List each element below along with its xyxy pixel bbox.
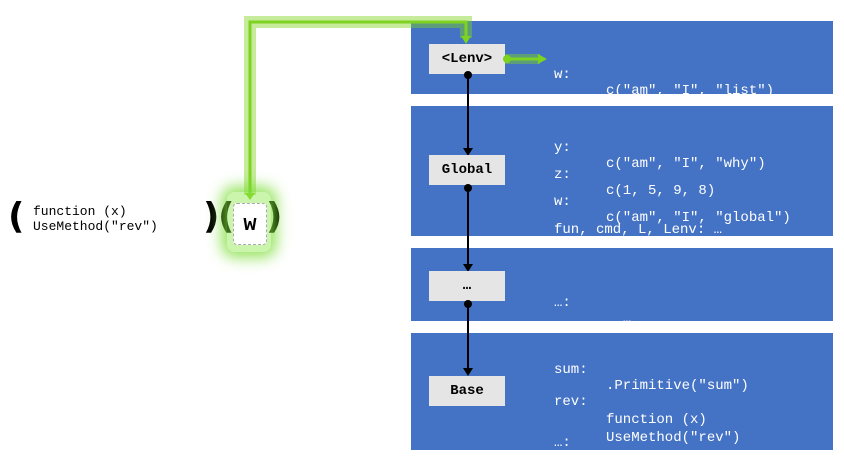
binding-row: w: c("am", "I", "global") — [554, 178, 791, 226]
highlight-arrowhead-binding — [538, 54, 547, 64]
function-line-2: UseMethod("rev") — [33, 219, 158, 234]
env-label-global: Global — [429, 155, 505, 185]
binding-value: c(1, 5, 9, 8) — [606, 183, 716, 199]
arg-open-paren: ( — [218, 196, 235, 237]
highlight-arrowhead-lenv — [461, 36, 471, 44]
chain-dot-intermediate — [464, 300, 472, 308]
binding-row: y: c("am", "I", "why") — [554, 124, 766, 172]
binding-value: c("am", "I", "list") — [606, 83, 775, 99]
binding-name: w: — [554, 67, 571, 83]
arrowhead-to-intermediate — [463, 264, 473, 272]
binding-row: w: c("am", "I", "list") — [554, 51, 774, 99]
chain-dot-global — [464, 184, 472, 192]
binding-name: fun, cmd, L, Lenv: … — [554, 222, 723, 238]
binding-row: sum: .Primitive("sum") — [554, 346, 749, 394]
arg-close-paren: ) — [266, 196, 283, 237]
binding-row: …: … — [554, 419, 631, 467]
chain-dot-lenv — [464, 71, 472, 79]
binding-name: z: — [554, 167, 571, 183]
binding-row: fun, cmd, L, Lenv: … — [554, 206, 722, 254]
arg-w: w — [233, 203, 267, 245]
env-label-lenv: <Lenv> — [429, 44, 505, 74]
arrowhead-to-base — [463, 368, 473, 376]
chain-line-intermediate-base — [467, 305, 469, 373]
binding-value: function (x) UseMethod("rev") — [606, 412, 741, 446]
binding-row: …: … — [554, 279, 631, 327]
binding-row: z: c(1, 5, 9, 8) — [554, 151, 715, 199]
binding-name: rev: — [554, 394, 588, 410]
binding-name: sum: — [554, 362, 588, 378]
binding-name: y: — [554, 140, 571, 156]
env-label-base: Base — [429, 376, 505, 406]
chain-line-lenv-global — [467, 75, 469, 153]
binding-value: .Primitive("sum") — [606, 378, 749, 394]
highlight-arrowhead-arg — [245, 193, 255, 200]
function-line-1: function (x) — [33, 204, 127, 219]
env-label-intermediate: … — [429, 271, 505, 301]
highlight-dot-lenv — [503, 55, 511, 63]
close-paren: ) — [203, 196, 220, 237]
binding-name: w: — [554, 194, 571, 210]
open-paren: ( — [8, 196, 25, 237]
highlight-path — [244, 16, 540, 195]
arrowhead-to-global — [463, 148, 473, 156]
binding-name: …: — [554, 435, 571, 451]
chain-line-global-intermediate — [467, 188, 469, 268]
binding-value: c("am", "I", "why") — [606, 156, 766, 172]
binding-value: c("am", "I", "global") — [606, 210, 791, 226]
binding-name: …: — [554, 295, 571, 311]
binding-row: rev: function (x) UseMethod("rev") — [554, 375, 740, 446]
binding-value: … — [606, 311, 632, 327]
binding-value: … — [606, 451, 632, 467]
